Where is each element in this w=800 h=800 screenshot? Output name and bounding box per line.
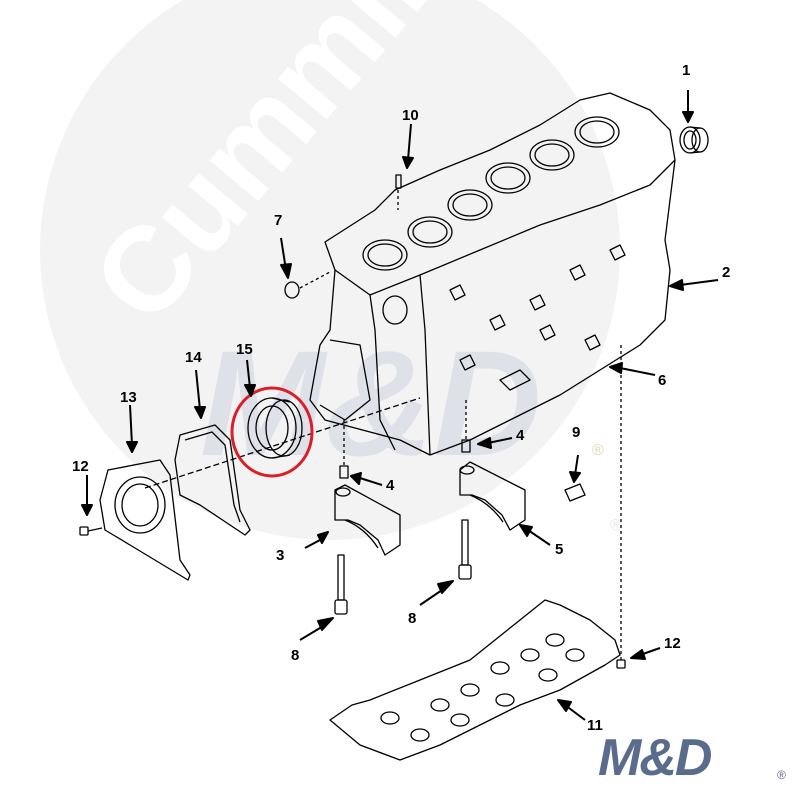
callout-8-a: 8 — [291, 647, 300, 664]
part-7-o-ring — [284, 281, 300, 299]
part-9-pin — [564, 483, 586, 502]
callout-2: 2 — [722, 264, 731, 281]
watermark-logo-text: M&D — [200, 319, 542, 487]
callout-6: 6 — [658, 372, 667, 389]
callout-4-a: 4 — [386, 477, 395, 494]
part-12-screw-b — [616, 345, 626, 669]
footer-registered-mark: ® — [777, 768, 786, 782]
watermark-registered-mark: ® — [592, 442, 604, 459]
part-15-rear-seal — [247, 397, 303, 459]
callout-arrows — [81, 90, 719, 721]
callout-10: 10 — [402, 107, 419, 124]
callout-15: 15 — [236, 341, 253, 358]
callout-9: 9 — [572, 424, 581, 441]
part-11-plate — [329, 599, 621, 761]
part-8-bolt-a — [334, 554, 348, 615]
part-5-bearing-cap — [459, 461, 526, 531]
part-4-dowel-a — [339, 465, 349, 479]
callout-11: 11 — [587, 717, 603, 734]
callout-12-b: 12 — [664, 635, 681, 652]
callout-7: 7 — [274, 212, 283, 229]
callout-1: 1 — [682, 62, 691, 79]
part-15-highlight-circle — [230, 386, 314, 478]
part-14-gasket — [174, 424, 251, 536]
callout-13: 13 — [120, 389, 137, 406]
part-3-bearing-cap — [334, 484, 401, 556]
watermark-registered-mark-2: ® — [610, 517, 622, 534]
callout-4-b: 4 — [516, 427, 525, 444]
part-1-cup-plug — [679, 126, 709, 154]
callout-12-a: 12 — [72, 458, 89, 475]
watermark-circle — [40, 0, 620, 540]
callout-3: 3 — [276, 547, 285, 564]
part-4-dowel-b — [461, 439, 471, 453]
callout-8-b: 8 — [408, 610, 417, 627]
footer-logo-text: M&D — [598, 729, 712, 787]
part-13-rear-cover — [99, 459, 191, 581]
part-12-screw-a — [79, 526, 103, 536]
callout-14: 14 — [185, 349, 202, 366]
part-8-bolt-b — [458, 519, 472, 580]
part-10-dowel — [395, 174, 402, 210]
footer-logo: M&D ® — [598, 728, 788, 788]
engine-block — [309, 92, 676, 456]
crank-centerline — [144, 397, 421, 489]
callout-5: 5 — [555, 541, 564, 558]
